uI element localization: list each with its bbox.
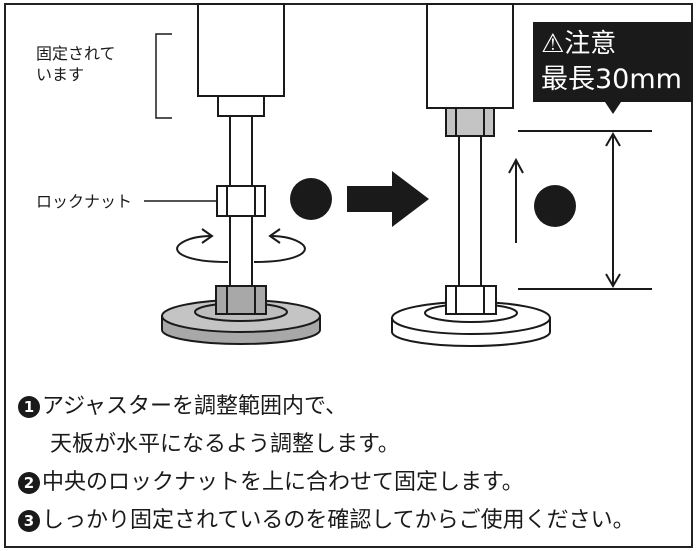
right-adjuster [391,3,551,347]
step-1-number: 1 [302,185,321,216]
right-rod [458,135,482,287]
instruction-1-number: 1 [18,396,40,418]
up-arrow [508,157,524,243]
caution-box: ⚠注意 最長30mm [533,22,693,102]
instruction-1-continued: 天板が水平になるよう調整します。 [18,426,690,464]
instruction-3-number: 3 [18,510,40,532]
left-leg [197,3,285,97]
fixed-label-line2: います [36,65,84,84]
step-1-badge [290,178,332,220]
fixed-bracket [155,33,172,119]
left-upper-nut [217,95,265,117]
transition-arrow [347,171,429,227]
locknut-label: ロックナット [36,192,132,211]
caution-text: 最長30mm [541,64,682,95]
left-foot-nut [215,285,267,315]
instruction-2-text: 中央のロックナットを上に合わせて固定します。 [42,470,524,495]
left-lock-nut [216,185,266,217]
diagram-frame [4,3,693,548]
rotation-arrows [176,228,306,263]
right-foot-nut [445,285,497,315]
instruction-3-text: しっかり固定されているのを確認してからご使用ください。 [42,508,635,533]
left-adjuster [161,3,321,345]
right-lock-nut [445,107,495,137]
caution-title: ⚠注意 [541,29,617,59]
left-rod-lower [229,215,253,287]
fixed-label-line1: 固定されて [36,44,116,63]
left-rod-upper [229,115,253,187]
dimension-indicator [518,130,652,290]
right-leg [426,3,514,109]
step-2-number: 2 [546,192,565,223]
instruction-1-text: アジャスターを調整範囲内で、 [42,394,348,419]
instruction-1b-text: 天板が水平になるよう調整します。 [50,432,400,457]
instruction-2-number: 2 [18,472,40,494]
step-2-badge [534,185,576,227]
caution-pointer [605,102,621,114]
